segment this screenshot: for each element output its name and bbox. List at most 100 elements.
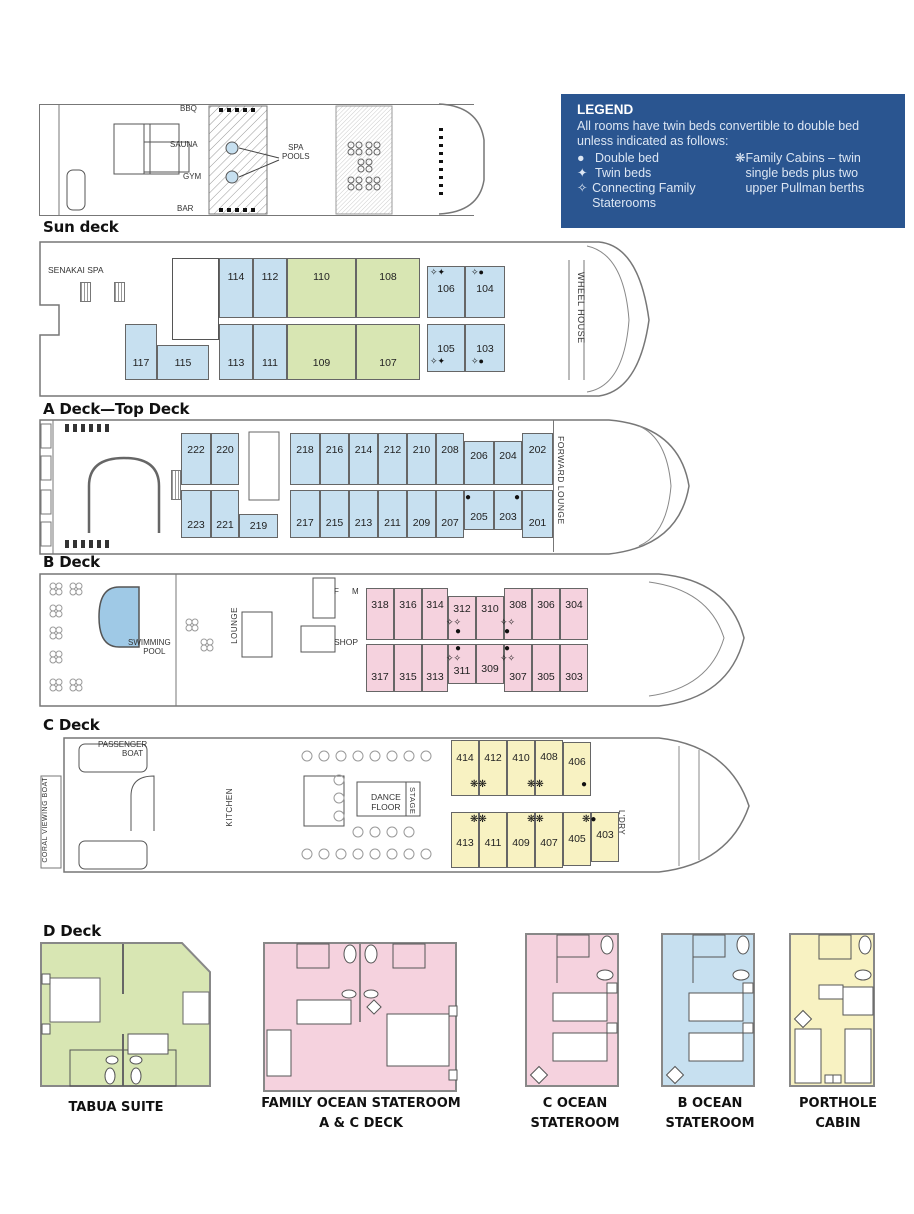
coral-viewing-boat-label: CORAL VIEWING BOAT [42,777,49,863]
cabin-number: 316 [399,599,417,611]
tabua-suite-drawing [40,942,211,1087]
cabin-112[interactable]: 112 [253,258,287,318]
cabin-403[interactable]: 403 [591,812,619,862]
cabin-213[interactable]: 213 [349,490,378,538]
caption-line2: A & C DECK [319,1116,403,1131]
porthole-cabin-drawing [789,933,875,1087]
stairs-icon [171,470,181,500]
lounge-label: LOUNGE [230,607,239,644]
cabin-413[interactable]: 413 [451,812,479,868]
cabin-309[interactable]: 309 [476,644,504,684]
cabin-number: 411 [484,837,502,849]
cabin-111[interactable]: 111 [253,324,287,380]
cabin-205[interactable]: 205 [464,490,494,530]
cabin-212[interactable]: 212 [378,433,407,485]
legend-intro: All rooms have twin beds convertible to … [577,119,860,148]
family-cabin-icon: ❋❋ [527,779,544,790]
cabin-412[interactable]: 412 [479,740,507,796]
cabin-108[interactable]: 108 [356,258,420,318]
d-deck-title: D Deck [43,922,101,940]
cabin-110[interactable]: 110 [287,258,356,318]
twin-connecting-icon: ✧✦ [430,267,446,277]
cabin-310[interactable]: 310 [476,596,504,640]
sun-deck-title: Sun deck [43,218,119,236]
cabin-406[interactable]: 406 [563,742,591,796]
cabin-305[interactable]: 305 [532,644,560,692]
cabin-313[interactable]: 313 [422,644,448,692]
cabin-204[interactable]: 204 [494,441,522,485]
four-point-star-icon: ✦ [577,166,588,180]
cabin-106[interactable]: 106 [427,266,465,318]
a-deck-title: A Deck—Top Deck [43,400,190,418]
cabin-103[interactable]: 103 [465,324,505,372]
cabin-215[interactable]: 215 [320,490,349,538]
cabin-number: 112 [261,271,279,283]
cabin-216[interactable]: 216 [320,433,349,485]
cabin-312[interactable]: 312 [448,596,476,640]
cabin-209[interactable]: 209 [407,490,436,538]
senakai-spa-label: SENAKAI SPA [48,265,104,275]
cabin-203[interactable]: 203 [494,490,522,530]
cabin-405[interactable]: 405 [563,812,591,866]
cabin-114[interactable]: 114 [219,258,253,318]
cabin-411[interactable]: 411 [479,812,507,868]
forward-lounge-label: FORWARD LOUNGE [556,436,566,525]
cabin-113[interactable]: 113 [219,324,253,380]
cabin-407[interactable]: 407 [535,812,563,868]
cabin-105[interactable]: 105 [427,324,465,372]
cabin-109[interactable]: 109 [287,324,356,380]
connecting-icon: ✧✧ [446,653,462,663]
cabin-217[interactable]: 217 [290,490,320,538]
cabin-218[interactable]: 218 [290,433,320,485]
cabin-107[interactable]: 107 [356,324,420,380]
cabin-202[interactable]: 202 [522,433,553,485]
stage-label: STAGE [408,787,417,815]
cabin-223[interactable]: 223 [181,490,211,538]
double-bed-icon: ● [514,492,521,503]
cabin-314[interactable]: 314 [422,588,448,640]
cabin-206[interactable]: 206 [464,441,494,485]
cabin-410[interactable]: 410 [507,740,535,796]
cabin-210[interactable]: 210 [407,433,436,485]
cabin-318[interactable]: 318 [366,588,394,640]
double-connecting-icon: ✧● [471,267,484,277]
cabin-number: 108 [379,271,397,283]
cabin-317[interactable]: 317 [366,644,394,692]
cabin-306[interactable]: 306 [532,588,560,640]
cabin-414[interactable]: 414 [451,740,479,796]
cabin-number: 115 [174,357,192,369]
cabin-221[interactable]: 221 [211,490,239,538]
cabin-117[interactable]: 117 [125,324,157,380]
cabin-220[interactable]: 220 [211,433,239,485]
cabin-408[interactable]: 408 [535,740,563,796]
cabin-number: 214 [354,444,373,456]
service-area [172,258,219,340]
cabin-219[interactable]: 219 [239,514,278,538]
cabin-number: 202 [528,444,547,456]
cabin-104[interactable]: 104 [465,266,505,318]
cabin-303[interactable]: 303 [560,644,588,692]
cabin-208[interactable]: 208 [436,433,464,485]
cabin-409[interactable]: 409 [507,812,535,868]
cabin-307[interactable]: 307 [504,644,532,692]
cabin-214[interactable]: 214 [349,433,378,485]
cabin-201[interactable]: 201 [522,490,553,538]
kitchen-label: KITCHEN [225,788,234,827]
cabin-115[interactable]: 115 [157,345,209,380]
cabin-315[interactable]: 315 [394,644,422,692]
cabin-207[interactable]: 207 [436,490,464,538]
cabin-number: 216 [325,444,344,456]
cabin-211[interactable]: 211 [378,490,407,538]
cabin-number: 114 [227,271,245,283]
cabin-number: 317 [371,671,389,683]
cabin-308[interactable]: 308 [504,588,532,640]
cabin-222[interactable]: 222 [181,433,211,485]
asterisk-icon: ❋ [735,151,746,165]
cabin-304[interactable]: 304 [560,588,588,640]
cabin-number: 304 [565,599,583,611]
bbq-label: BBQ [180,104,197,113]
cabin-316[interactable]: 316 [394,588,422,640]
cabin-311[interactable]: 311 [448,644,476,684]
cabin-number: 217 [296,517,314,529]
